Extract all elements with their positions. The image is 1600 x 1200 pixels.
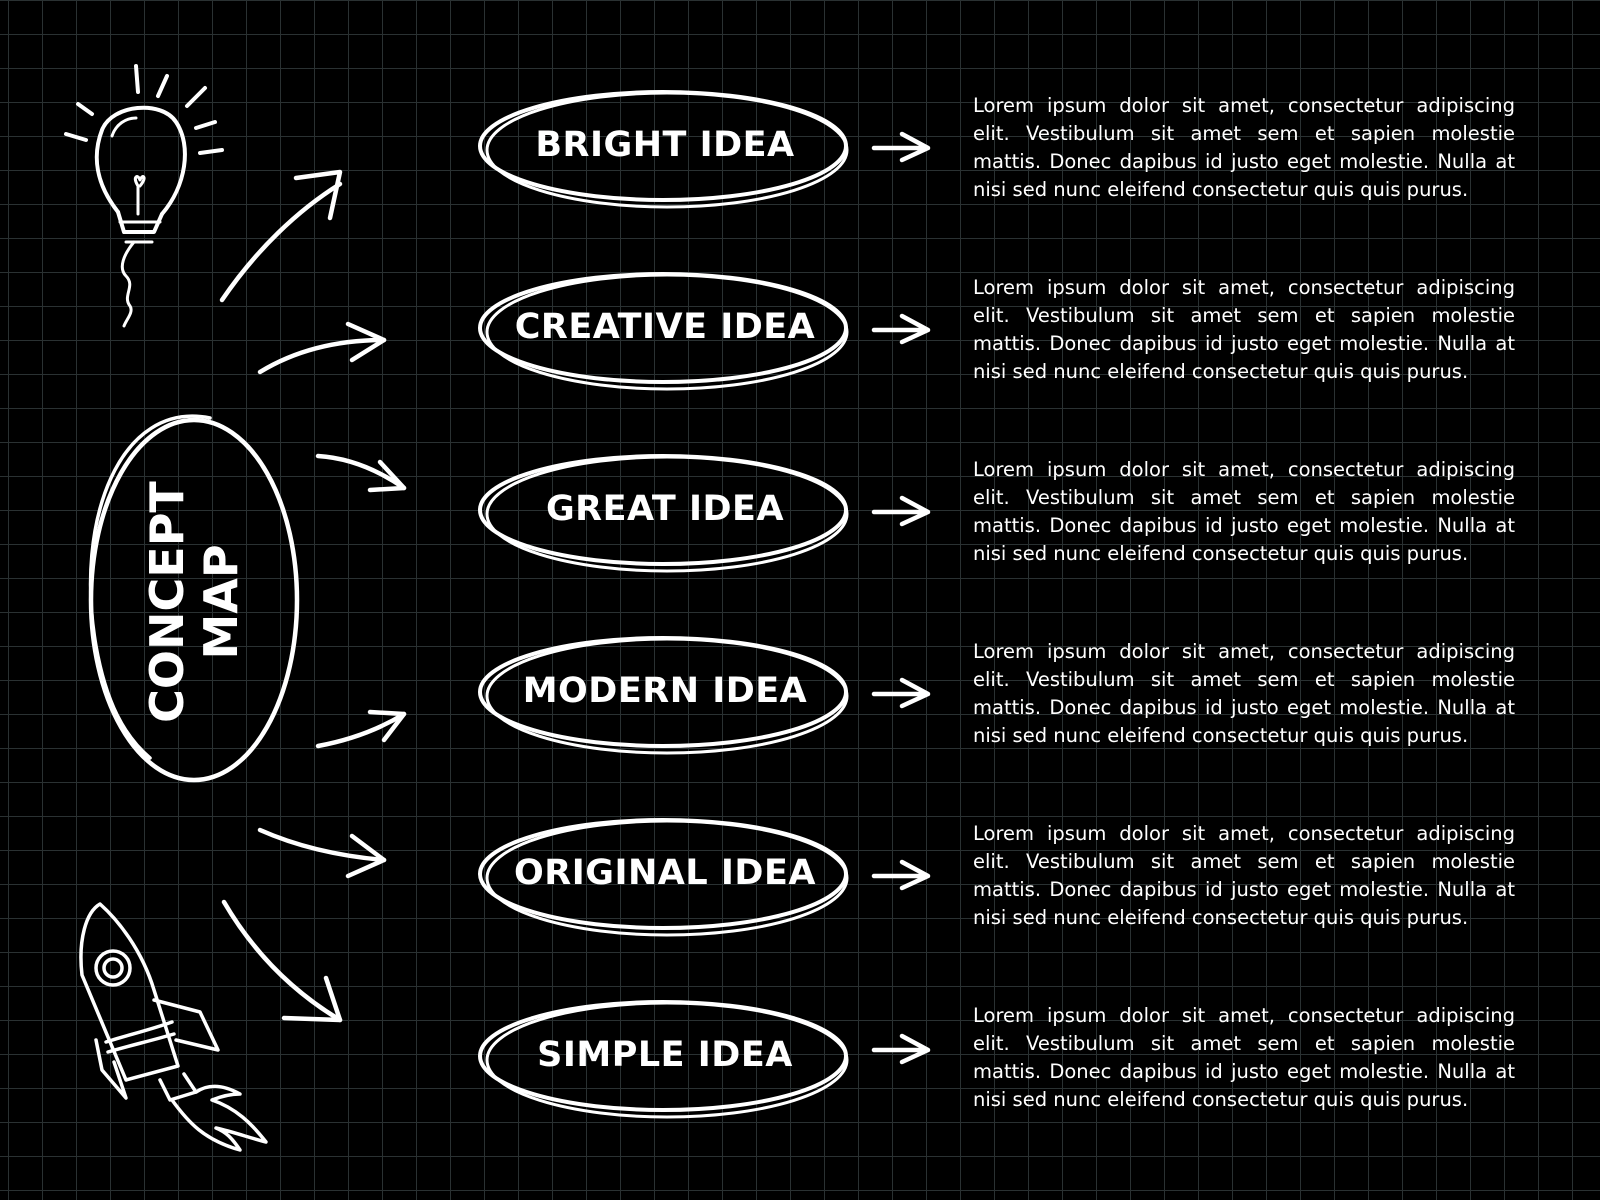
center-title-line1: CONCEPT bbox=[140, 481, 194, 723]
idea-description-simple: Lorem ipsum dolor sit amet, consectetur … bbox=[973, 1004, 1515, 1111]
idea-description-great: Lorem ipsum dolor sit amet, consectetur … bbox=[973, 458, 1515, 565]
idea-label-bright: BRIGHT IDEA bbox=[535, 125, 795, 165]
connector-arrows bbox=[219, 169, 407, 1023]
right-arrow bbox=[871, 313, 931, 345]
arrow-to-original-idea bbox=[257, 827, 387, 863]
idea-label-modern: MODERN IDEA bbox=[522, 671, 808, 711]
center-ellipse bbox=[88, 414, 300, 783]
arrow-to-modern-idea bbox=[315, 711, 407, 749]
idea-label-simple: SIMPLE IDEA bbox=[537, 1035, 793, 1075]
lightbulb-icon bbox=[64, 64, 224, 328]
center-title: CONCEPT MAP bbox=[140, 402, 248, 802]
right-arrow bbox=[871, 131, 931, 163]
right-arrow bbox=[871, 1033, 931, 1065]
idea-description-original: Lorem ipsum dolor sit amet, consectetur … bbox=[973, 822, 1515, 929]
arrow-to-simple-idea bbox=[221, 899, 343, 1023]
right-arrows bbox=[871, 131, 931, 1065]
right-arrow bbox=[871, 495, 931, 527]
rocket-icon bbox=[79, 902, 268, 1152]
right-arrow bbox=[871, 859, 931, 891]
idea-description-bright: Lorem ipsum dolor sit amet, consectetur … bbox=[973, 94, 1515, 201]
right-arrow bbox=[871, 677, 931, 709]
idea-label-original: ORIGINAL IDEA bbox=[514, 853, 816, 893]
center-title-line2: MAP bbox=[194, 544, 248, 660]
idea-ellipses bbox=[478, 90, 849, 1119]
idea-label-creative: CREATIVE IDEA bbox=[514, 307, 816, 347]
arrow-to-creative-idea bbox=[257, 337, 387, 375]
idea-label-great: GREAT IDEA bbox=[545, 489, 785, 529]
idea-description-creative: Lorem ipsum dolor sit amet, consectetur … bbox=[973, 276, 1515, 383]
idea-description-modern: Lorem ipsum dolor sit amet, consectetur … bbox=[973, 640, 1515, 747]
arrow-to-bright-idea bbox=[219, 181, 343, 303]
